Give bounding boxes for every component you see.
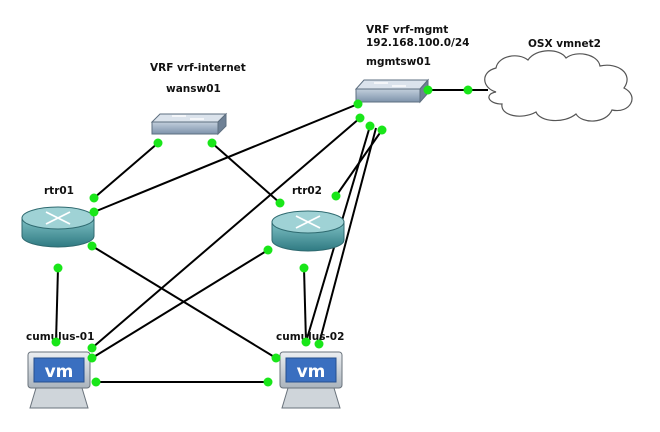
port-dot[interactable] bbox=[87, 353, 97, 363]
cumulus-02-label: cumulus-02 bbox=[276, 331, 344, 343]
vm-host-cumulus-02[interactable]: vm cumulus-02 bbox=[276, 331, 344, 409]
vm-badge: vm bbox=[297, 362, 326, 382]
rtr01-label: rtr01 bbox=[44, 185, 74, 197]
port-dot[interactable] bbox=[463, 85, 473, 95]
links bbox=[55, 89, 488, 383]
vm-screen bbox=[285, 357, 337, 383]
port-dot[interactable] bbox=[87, 343, 97, 353]
port-dot[interactable] bbox=[51, 337, 61, 347]
router-rtr01[interactable]: rtr01 bbox=[21, 185, 95, 248]
vm-screen bbox=[33, 357, 85, 383]
switch-body bbox=[151, 121, 219, 135]
link-mgmtsw01-cumulus02[interactable] bbox=[318, 127, 377, 345]
switch-wansw01[interactable]: wansw01 bbox=[150, 83, 228, 136]
port-dot[interactable] bbox=[87, 241, 97, 251]
vm-badge: vm bbox=[45, 362, 74, 382]
port-dot[interactable] bbox=[377, 125, 387, 135]
wansw01-label: wansw01 bbox=[166, 83, 221, 95]
vrf-mgmt-label: VRF vrf-mgmt bbox=[366, 24, 448, 36]
mgmt-subnet-label: 192.168.100.0/24 bbox=[366, 37, 469, 49]
monitor-base bbox=[281, 387, 341, 409]
monitor-base bbox=[29, 387, 89, 409]
port-dot[interactable] bbox=[301, 337, 311, 347]
switch-top bbox=[354, 79, 430, 90]
switch-mgmtsw01[interactable]: mgmtsw01 bbox=[354, 56, 431, 104]
cloud-icon bbox=[484, 50, 633, 122]
port-dot[interactable] bbox=[353, 99, 363, 109]
link-wansw01-rtr01[interactable] bbox=[93, 142, 159, 199]
switch-body bbox=[355, 88, 421, 103]
port-dot[interactable] bbox=[331, 191, 341, 201]
port-dot[interactable] bbox=[263, 245, 273, 255]
port-dot[interactable] bbox=[355, 113, 365, 123]
vm-host-cumulus-01[interactable]: vm cumulus-01 bbox=[26, 331, 94, 409]
cumulus-01-label: cumulus-01 bbox=[26, 331, 94, 343]
port-dot[interactable] bbox=[89, 207, 99, 217]
router-arrows-icon bbox=[295, 215, 321, 229]
link-mgmtsw01-cumulus01[interactable] bbox=[91, 117, 361, 349]
port-dot[interactable] bbox=[423, 85, 433, 95]
port-dot[interactable] bbox=[299, 263, 309, 273]
port-dot[interactable] bbox=[207, 138, 217, 148]
switch-top bbox=[150, 113, 228, 123]
link-rtr01-cumulus01[interactable] bbox=[55, 267, 59, 343]
port-dot[interactable] bbox=[263, 377, 273, 387]
port-dot[interactable] bbox=[271, 353, 281, 363]
cloud-osx-vmnet2[interactable]: OSX vmnet2 bbox=[484, 38, 633, 122]
switch-arrows-icon bbox=[374, 82, 406, 87]
mgmtsw01-label: mgmtsw01 bbox=[366, 56, 431, 68]
port-dot[interactable] bbox=[314, 339, 324, 349]
vrf-internet-label: VRF vrf-internet bbox=[150, 62, 246, 74]
router-arrows-icon bbox=[45, 211, 71, 225]
port-dot[interactable] bbox=[89, 193, 99, 203]
port-dot[interactable] bbox=[275, 198, 285, 208]
switch-arrows-icon bbox=[172, 115, 204, 120]
port-dot[interactable] bbox=[91, 377, 101, 387]
link-mgmtsw01-rtr01[interactable] bbox=[93, 103, 359, 213]
port-dot[interactable] bbox=[53, 263, 63, 273]
port-dots bbox=[51, 85, 473, 387]
rtr02-label: rtr02 bbox=[292, 185, 322, 197]
router-rtr02[interactable]: rtr02 bbox=[271, 185, 345, 252]
switch-side bbox=[217, 112, 227, 136]
link-rtr02-cumulus02[interactable] bbox=[303, 267, 307, 343]
port-dot[interactable] bbox=[153, 138, 163, 148]
port-dot[interactable] bbox=[365, 121, 375, 131]
cloud-label: OSX vmnet2 bbox=[528, 38, 601, 50]
link-rtr02-cumulus01[interactable] bbox=[91, 249, 269, 359]
link-wansw01-rtr02[interactable] bbox=[211, 142, 281, 204]
